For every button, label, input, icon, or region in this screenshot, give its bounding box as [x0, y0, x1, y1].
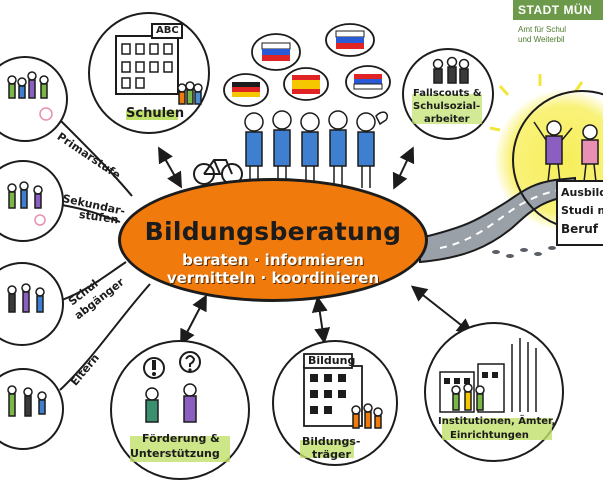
flag-russia-icon: [261, 42, 291, 61]
circle-beruf: [512, 90, 603, 230]
arrow-bildungstraeger: [311, 296, 331, 344]
fallscouts-line-1: Fallscouts &: [413, 88, 482, 99]
circle-institutionen: Institutionen, Ämter, Einrichtungen: [424, 322, 564, 462]
telephone-icon: [375, 111, 388, 126]
career-sign-line-2: Studi m: [561, 204, 603, 217]
pupils-group: [177, 81, 203, 105]
question-icon: [179, 351, 201, 373]
arrow-schulen: [158, 146, 182, 189]
logo-subtitle-2: und Weiterbil: [518, 35, 565, 44]
circle-schulabgaenger: [0, 262, 64, 346]
institutionen-line-2: Einrichtungen: [450, 430, 529, 441]
fallscouts-line-2: Schulsozial-: [413, 101, 481, 112]
city-logo: STADT MÜN Amt für Schul und Weiterbil: [513, 0, 603, 46]
career-sign: Ausbild Studi m Beruf: [556, 180, 603, 246]
flag-serbia-icon: [353, 74, 383, 90]
circle-bildungstraeger: Bildung Bildungs- träger: [272, 340, 398, 466]
parents: [7, 385, 47, 417]
secondary-pupils: [7, 181, 46, 226]
flag-spain-icon: [292, 75, 320, 94]
institutionen-line-1: Institutionen, Ämter,: [438, 416, 556, 427]
abc-sign: ABC: [156, 25, 179, 36]
teachers: [351, 403, 383, 429]
bildungsberatung-ellipse: Bildungsberatung beraten · informieren v…: [118, 178, 428, 302]
circle-fallscouts: Fallscouts & Schulsozial- arbeiter: [402, 48, 494, 140]
circle-eltern: [0, 368, 64, 450]
bildung-sign: Bildung: [308, 354, 356, 367]
flag-germany-icon: [232, 82, 260, 97]
footprints: [492, 246, 556, 258]
line-eltern: [59, 283, 151, 391]
bildungstraeger-line-2: träger: [312, 448, 351, 461]
line-primarstufe: [57, 117, 133, 197]
line-schulabgaenger: [61, 261, 127, 301]
celebrating-graduates: [533, 120, 599, 183]
primary-pupils: [7, 71, 53, 121]
foerderung-line-1: Förderung &: [142, 432, 220, 445]
career-sign-line-1: Ausbild: [561, 186, 603, 199]
arrow-fallscouts: [392, 146, 415, 190]
flag-slovakia-icon: [335, 30, 365, 49]
center-line-1: beraten · informieren: [182, 251, 364, 269]
social-workers-group: [432, 56, 470, 84]
center-line-2: vermitteln · koordinieren: [166, 269, 380, 287]
career-sign-line-3: Beruf: [561, 222, 598, 236]
center-title: Bildungsberatung: [144, 217, 402, 246]
schulen-label: Schulen: [126, 106, 185, 121]
fallscouts-line-3: arbeiter: [424, 114, 470, 125]
school-building-icon: [115, 23, 183, 95]
circle-schulen: Schulen ABC: [88, 12, 210, 134]
exclamation-icon: [143, 357, 165, 379]
logo-bar: [513, 0, 603, 20]
bildungstraeger-line-1: Bildungs-: [302, 435, 361, 448]
logo-title: STADT MÜN: [518, 3, 593, 17]
institution-staff: [451, 383, 485, 411]
people-row: [244, 110, 376, 188]
circle-sekundarstufen: [0, 160, 64, 242]
advice-people: [145, 383, 197, 423]
circle-primarstufe: [0, 56, 68, 142]
graduates: [7, 283, 45, 313]
line-sekundarstufen: [61, 204, 121, 223]
circle-foerderung: Förderung & Unterstützung: [110, 340, 250, 480]
multinational-people: [223, 23, 391, 188]
arrow-institutionen: [410, 285, 474, 335]
arrow-foerderung: [180, 294, 207, 346]
foerderung-line-2: Unterstützung: [130, 447, 220, 460]
logo-subtitle-1: Amt für Schul: [518, 25, 567, 34]
